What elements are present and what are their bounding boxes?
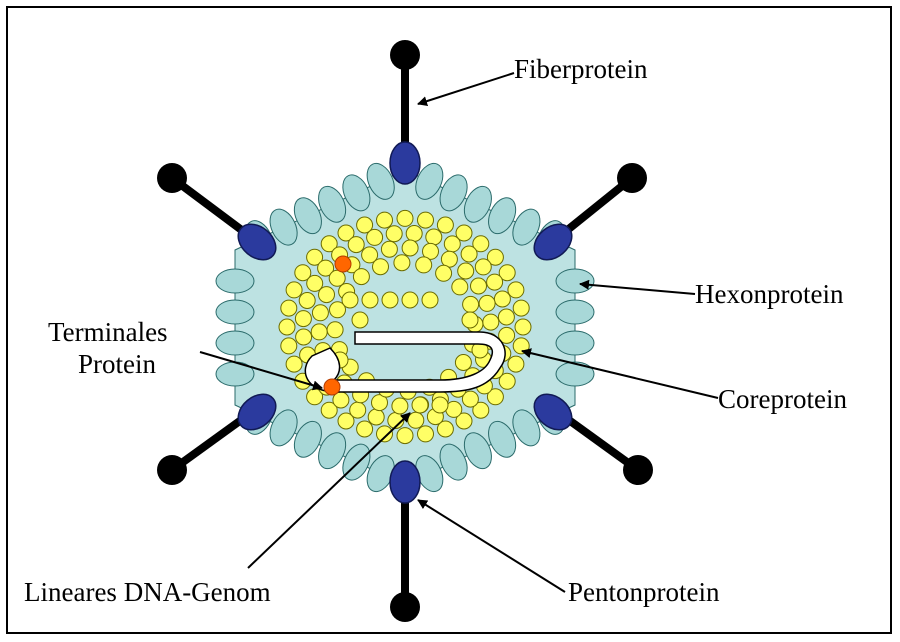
core-protein-icon	[444, 236, 460, 252]
core-protein-icon	[350, 402, 366, 418]
core-protein-icon	[508, 282, 524, 298]
core-protein-icon	[319, 287, 335, 303]
core-protein-icon	[441, 251, 457, 267]
core-protein-icon	[279, 319, 295, 335]
core-protein-icon	[312, 305, 328, 321]
core-protein-icon	[281, 300, 297, 316]
hexonprotein-label: Hexonprotein	[695, 280, 843, 310]
core-protein-icon	[462, 312, 478, 328]
hexon-protein-icon	[556, 362, 594, 386]
core-protein-icon	[475, 259, 491, 275]
penton-protein-icon	[390, 142, 420, 184]
core-protein-icon	[412, 397, 428, 413]
fiber-knob-icon	[390, 40, 420, 70]
core-protein-icon	[402, 292, 418, 308]
pentonprotein-label: Pentonprotein	[568, 578, 719, 608]
terminales-protein-label-line2: Protein	[78, 350, 156, 380]
core-protein-icon	[386, 226, 402, 242]
fiber-knob-icon	[157, 455, 187, 485]
core-protein-icon	[382, 292, 398, 308]
core-protein-icon	[286, 356, 302, 372]
core-protein-icon	[508, 356, 524, 372]
core-protein-icon	[418, 212, 434, 228]
core-protein-icon	[455, 355, 471, 371]
core-protein-icon	[394, 255, 410, 271]
terminal-protein-icon	[335, 256, 351, 272]
fiber-knob-icon	[157, 163, 187, 193]
core-protein-icon	[377, 426, 393, 442]
fiber-knob-icon	[623, 455, 653, 485]
annotation-arrow	[418, 73, 514, 104]
hexon-protein-icon	[216, 331, 254, 355]
annotation-arrow	[418, 500, 565, 592]
dna-genom-label: Lineares DNA-Genom	[24, 578, 271, 608]
core-protein-icon	[426, 229, 442, 245]
core-protein-icon	[353, 269, 369, 285]
fiber-knob-icon	[390, 592, 420, 622]
coreprotein-label: Coreprotein	[718, 385, 847, 415]
core-protein-icon	[342, 292, 358, 308]
core-protein-icon	[461, 246, 477, 262]
core-protein-icon	[367, 229, 383, 245]
core-protein-icon	[418, 426, 434, 442]
core-protein-icon	[327, 322, 343, 338]
core-protein-icon	[416, 257, 432, 273]
core-protein-icon	[452, 279, 468, 295]
core-protein-icon	[479, 295, 495, 311]
hexon-protein-icon	[556, 300, 594, 324]
core-protein-icon	[463, 296, 479, 312]
core-protein-icon	[487, 274, 503, 290]
core-protein-icon	[515, 319, 531, 335]
core-protein-icon	[471, 278, 487, 294]
annotation-arrow	[580, 284, 695, 294]
core-protein-icon	[311, 324, 327, 340]
core-protein-icon	[373, 259, 389, 275]
fiber-knob-icon	[617, 163, 647, 193]
core-protein-icon	[368, 409, 384, 425]
core-protein-icon	[494, 291, 510, 307]
core-protein-icon	[436, 265, 452, 281]
core-protein-icon	[402, 240, 418, 256]
hexon-protein-icon	[556, 269, 594, 293]
core-protein-icon	[377, 212, 393, 228]
terminales-protein-label-line1: Terminales	[48, 318, 168, 348]
core-protein-icon	[397, 210, 413, 226]
core-protein-icon	[348, 237, 364, 253]
core-protein-icon	[406, 226, 422, 242]
core-protein-icon	[362, 292, 378, 308]
core-protein-icon	[397, 428, 413, 444]
core-protein-icon	[498, 309, 514, 325]
core-protein-icon	[513, 300, 529, 316]
core-protein-icon	[299, 293, 315, 309]
core-protein-icon	[422, 292, 438, 308]
fiberprotein-label: Fiberprotein	[514, 55, 647, 85]
hexon-protein-icon	[556, 331, 594, 355]
core-protein-icon	[295, 311, 311, 327]
core-protein-icon	[408, 412, 424, 428]
hexon-protein-icon	[216, 269, 254, 293]
core-protein-icon	[296, 329, 312, 345]
penton-protein-icon	[390, 461, 420, 503]
core-protein-icon	[437, 217, 453, 233]
core-protein-icon	[281, 338, 297, 354]
terminal-protein-icon	[324, 379, 340, 395]
core-protein-icon	[286, 282, 302, 298]
core-protein-icon	[352, 312, 368, 328]
core-protein-icon	[392, 398, 408, 414]
core-protein-icon	[483, 314, 499, 330]
hexon-protein-icon	[216, 300, 254, 324]
core-protein-icon	[458, 263, 474, 279]
core-protein-icon	[381, 241, 397, 257]
core-protein-icon	[357, 421, 373, 437]
core-protein-icon	[432, 397, 448, 413]
